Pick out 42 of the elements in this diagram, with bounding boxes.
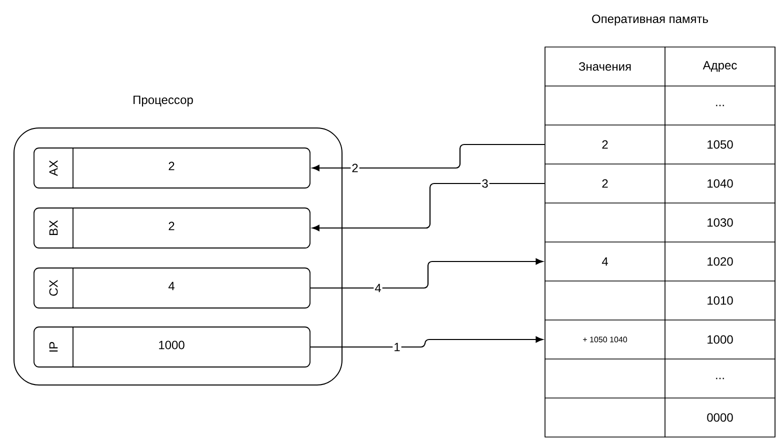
register-name: BX <box>49 220 58 235</box>
arrow <box>310 258 544 289</box>
register-box <box>34 208 310 248</box>
register-value: 2 <box>168 222 174 230</box>
register-value: 1000 <box>159 340 184 350</box>
register-name: IP <box>49 342 58 352</box>
register-value: 2 <box>168 162 174 170</box>
node-label: Процессор <box>134 96 193 106</box>
table-cell <box>544 86 666 126</box>
register-name: CX <box>49 280 58 296</box>
table-cell: 1000 <box>664 320 776 360</box>
table-cell <box>544 358 666 398</box>
table-cell: ... <box>664 86 776 126</box>
table-cell: 4 <box>544 242 666 282</box>
table-cell: 2 <box>544 164 666 204</box>
edge-label: 1 <box>392 342 402 352</box>
node-label: Оперативная память <box>592 14 708 26</box>
table-cell: ... <box>664 358 776 398</box>
edge-label: 2 <box>350 162 360 174</box>
arrow <box>312 182 545 232</box>
table-cell <box>544 398 666 438</box>
table-cell: 2 <box>544 124 666 164</box>
table-cell: + 1050 1040 <box>544 320 666 360</box>
table-cell: 1030 <box>664 202 776 242</box>
edge-label: 3 <box>480 178 490 189</box>
table-cell <box>544 280 666 320</box>
header-cell: Адрес <box>664 46 776 86</box>
edge-label: 4 <box>374 282 382 294</box>
table-cell: 1010 <box>664 280 776 320</box>
table-cell <box>544 202 666 242</box>
register-name: AX <box>49 160 58 176</box>
table-cell: 1050 <box>664 124 776 164</box>
table-cell: 1020 <box>664 242 776 282</box>
register-box <box>34 148 310 188</box>
arrow <box>310 336 544 348</box>
register-box <box>34 268 310 308</box>
register-box <box>34 326 310 368</box>
table-cell: 1040 <box>664 164 776 204</box>
header-cell: Значения <box>544 46 666 86</box>
register-value: 4 <box>168 282 174 290</box>
arrow <box>312 144 545 172</box>
table-cell: 0000 <box>664 398 776 438</box>
